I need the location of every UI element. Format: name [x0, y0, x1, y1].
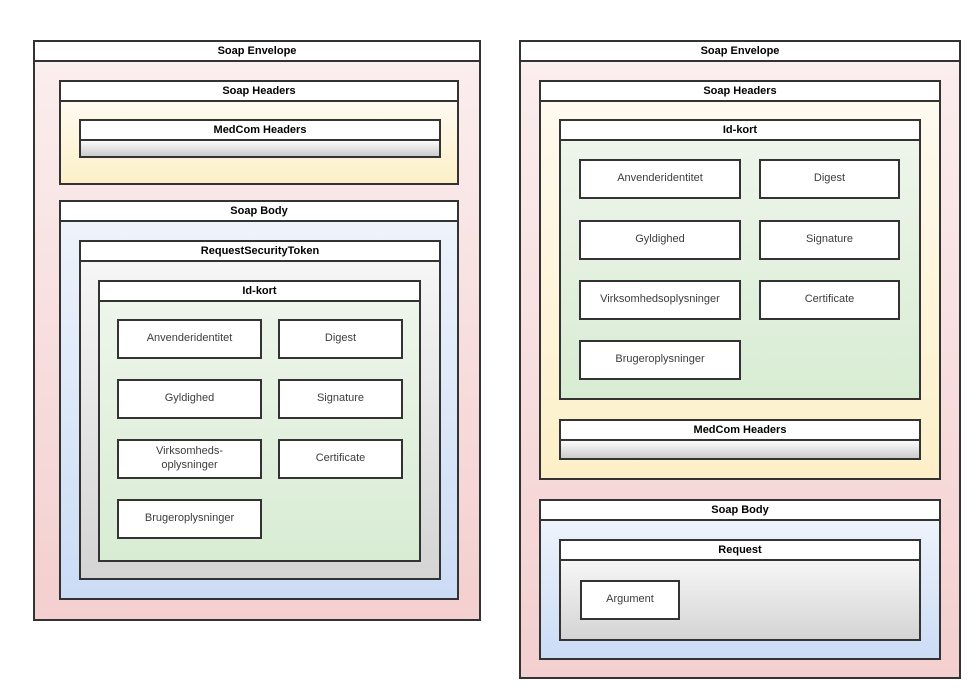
- right-idkort: Id-kort Anvenderidentitet Digest Gyldigh…: [559, 119, 921, 400]
- right-soap-envelope: Soap Envelope Soap Headers Id-kort Anven…: [519, 40, 961, 679]
- left-item-anvenderidentitet: Anvenderidentitet: [117, 319, 262, 359]
- right-request-title: Request: [561, 541, 919, 561]
- left-item-signature: Signature: [278, 379, 403, 419]
- right-item-anvenderidentitet: Anvenderidentitet: [579, 159, 741, 199]
- left-soap-headers: Soap Headers MedCom Headers: [59, 80, 459, 185]
- left-item-certificate: Certificate: [278, 439, 403, 479]
- left-soap-headers-title: Soap Headers: [61, 82, 457, 102]
- left-soap-body-title: Soap Body: [61, 202, 457, 222]
- left-idkort-title: Id-kort: [100, 282, 419, 302]
- left-item-digest: Digest: [278, 319, 403, 359]
- right-item-digest: Digest: [759, 159, 900, 199]
- left-item-virksomhedsoplysninger: Virksomheds- oplysninger: [117, 439, 262, 479]
- right-medcom-headers-title: MedCom Headers: [561, 421, 919, 441]
- right-soap-headers-title: Soap Headers: [541, 82, 939, 102]
- right-item-brugeroplysninger: Brugeroplysninger: [579, 340, 741, 380]
- right-medcom-headers-bar: [561, 441, 919, 458]
- right-item-signature: Signature: [759, 220, 900, 260]
- right-item-virksomhedsoplysninger: Virksomhedsoplysninger: [579, 280, 741, 320]
- right-item-certificate: Certificate: [759, 280, 900, 320]
- right-medcom-headers: MedCom Headers: [559, 419, 921, 460]
- left-medcom-headers: MedCom Headers: [79, 119, 441, 158]
- right-soap-envelope-title: Soap Envelope: [521, 42, 959, 62]
- left-item-brugeroplysninger: Brugeroplysninger: [117, 499, 262, 539]
- left-soap-envelope-title: Soap Envelope: [35, 42, 479, 62]
- left-request-security-token: RequestSecurityToken Id-kort Anvenderide…: [79, 240, 441, 580]
- right-item-argument: Argument: [580, 580, 680, 620]
- left-soap-body: Soap Body RequestSecurityToken Id-kort A…: [59, 200, 459, 600]
- right-soap-headers: Soap Headers Id-kort Anvenderidentitet D…: [539, 80, 941, 480]
- right-idkort-title: Id-kort: [561, 121, 919, 141]
- left-medcom-headers-bar: [81, 141, 439, 156]
- left-medcom-headers-title: MedCom Headers: [81, 121, 439, 141]
- left-soap-envelope: Soap Envelope Soap Headers MedCom Header…: [33, 40, 481, 621]
- left-request-security-token-title: RequestSecurityToken: [81, 242, 439, 262]
- left-item-gyldighed: Gyldighed: [117, 379, 262, 419]
- right-item-gyldighed: Gyldighed: [579, 220, 741, 260]
- left-idkort: Id-kort Anvenderidentitet Digest Gyldigh…: [98, 280, 421, 562]
- right-soap-body: Soap Body Request Argument: [539, 499, 941, 660]
- right-request: Request Argument: [559, 539, 921, 641]
- right-soap-body-title: Soap Body: [541, 501, 939, 521]
